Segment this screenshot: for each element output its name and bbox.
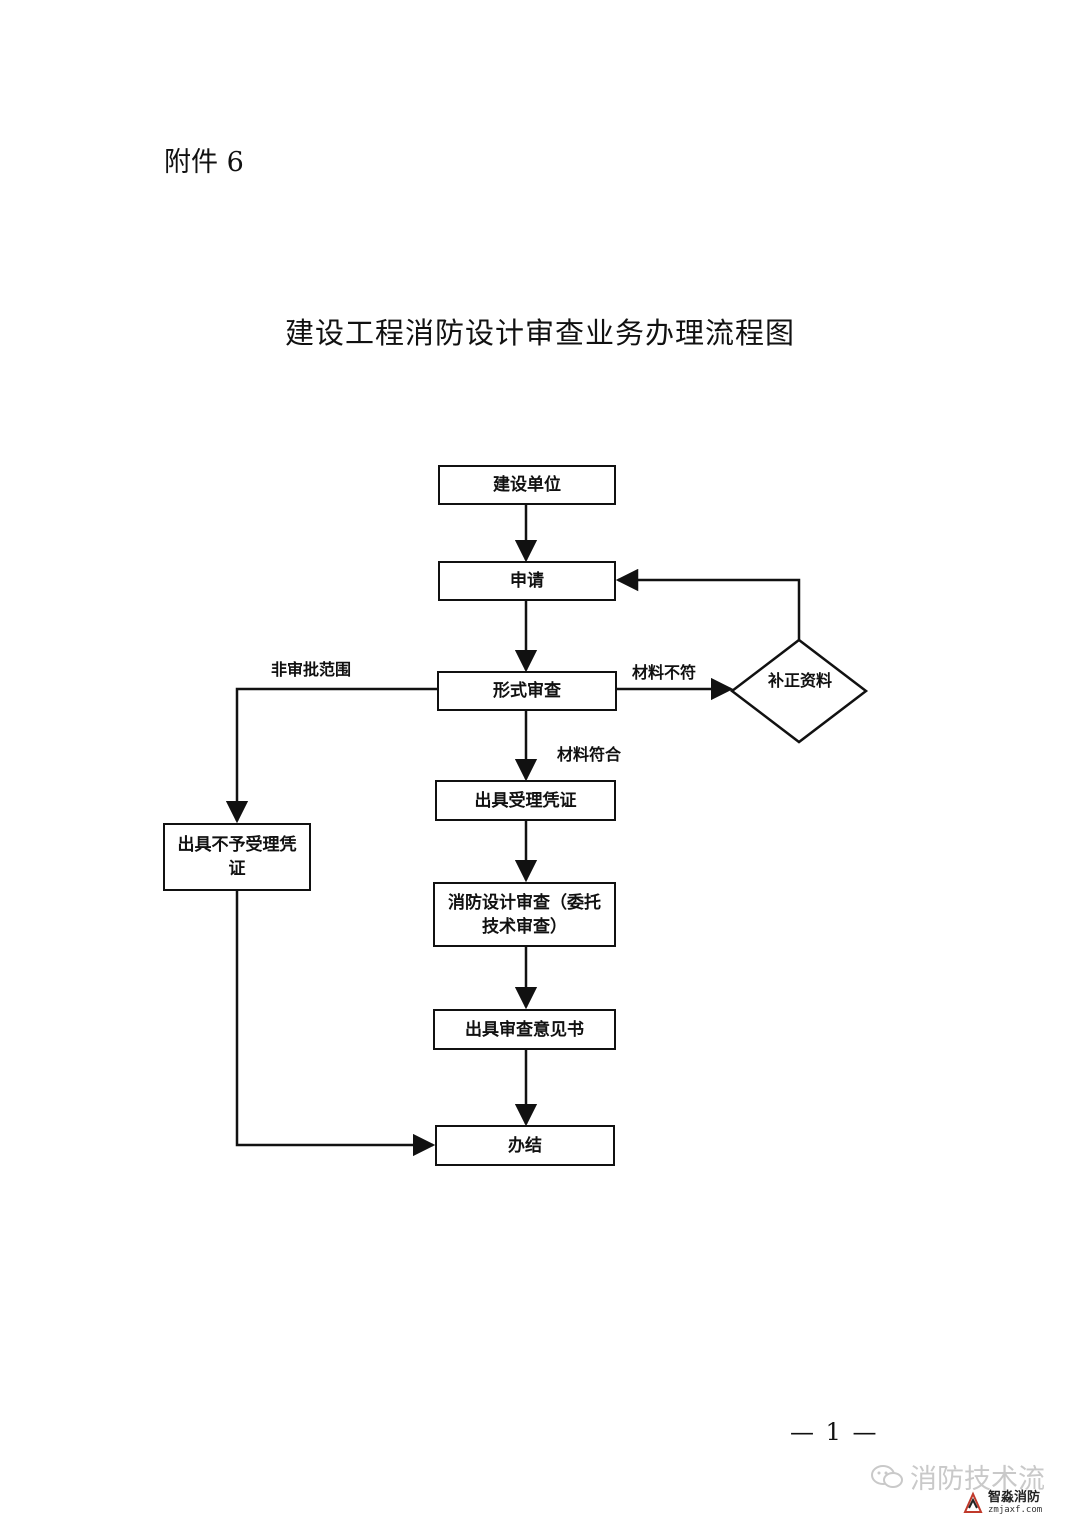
watermark: 消防技术流 xyxy=(870,1457,1045,1496)
brand-logo: 智淼消防 zmjaxf.com xyxy=(962,1491,1042,1515)
node-builder: 建设单位 xyxy=(438,465,616,505)
edge-reject-complete xyxy=(235,891,436,1157)
brand-logo-icon xyxy=(963,1491,983,1513)
brand-logo-name: 智淼消防 xyxy=(988,1490,1041,1505)
node-complete: 办结 xyxy=(435,1125,615,1166)
node-supplement-label: 补正资料 xyxy=(767,671,832,690)
page-title: 建设工程消防设计审查业务办理流程图 xyxy=(284,316,795,350)
wechat-icon xyxy=(871,1464,903,1488)
edge-supplement-apply xyxy=(615,568,801,640)
node-design-review: 消防设计审查（委托技术审查） xyxy=(433,882,616,947)
brand-logo-url: zmjaxf.com xyxy=(988,1505,1043,1515)
edge-label-out-of-scope: 非审批范围 xyxy=(271,660,352,679)
edge-label-materials-match: 材料符合 xyxy=(557,745,622,764)
node-issue-opinion: 出具审查意见书 xyxy=(433,1009,616,1050)
edge-label-materials-mismatch: 材料不符 xyxy=(632,663,697,682)
node-formal-review: 形式审查 xyxy=(437,671,617,711)
attachment-label: 附件 6 xyxy=(164,147,244,178)
node-apply: 申请 xyxy=(438,561,616,601)
node-supplement-shape xyxy=(729,638,869,744)
watermark-text: 消防技术流 xyxy=(910,1464,1045,1495)
edge-formal-reject xyxy=(225,687,437,824)
node-issue-receipt: 出具受理凭证 xyxy=(435,780,616,821)
page-number: — 1 — xyxy=(790,1418,879,1446)
node-issue-reject: 出具不予受理凭证 xyxy=(163,823,311,891)
